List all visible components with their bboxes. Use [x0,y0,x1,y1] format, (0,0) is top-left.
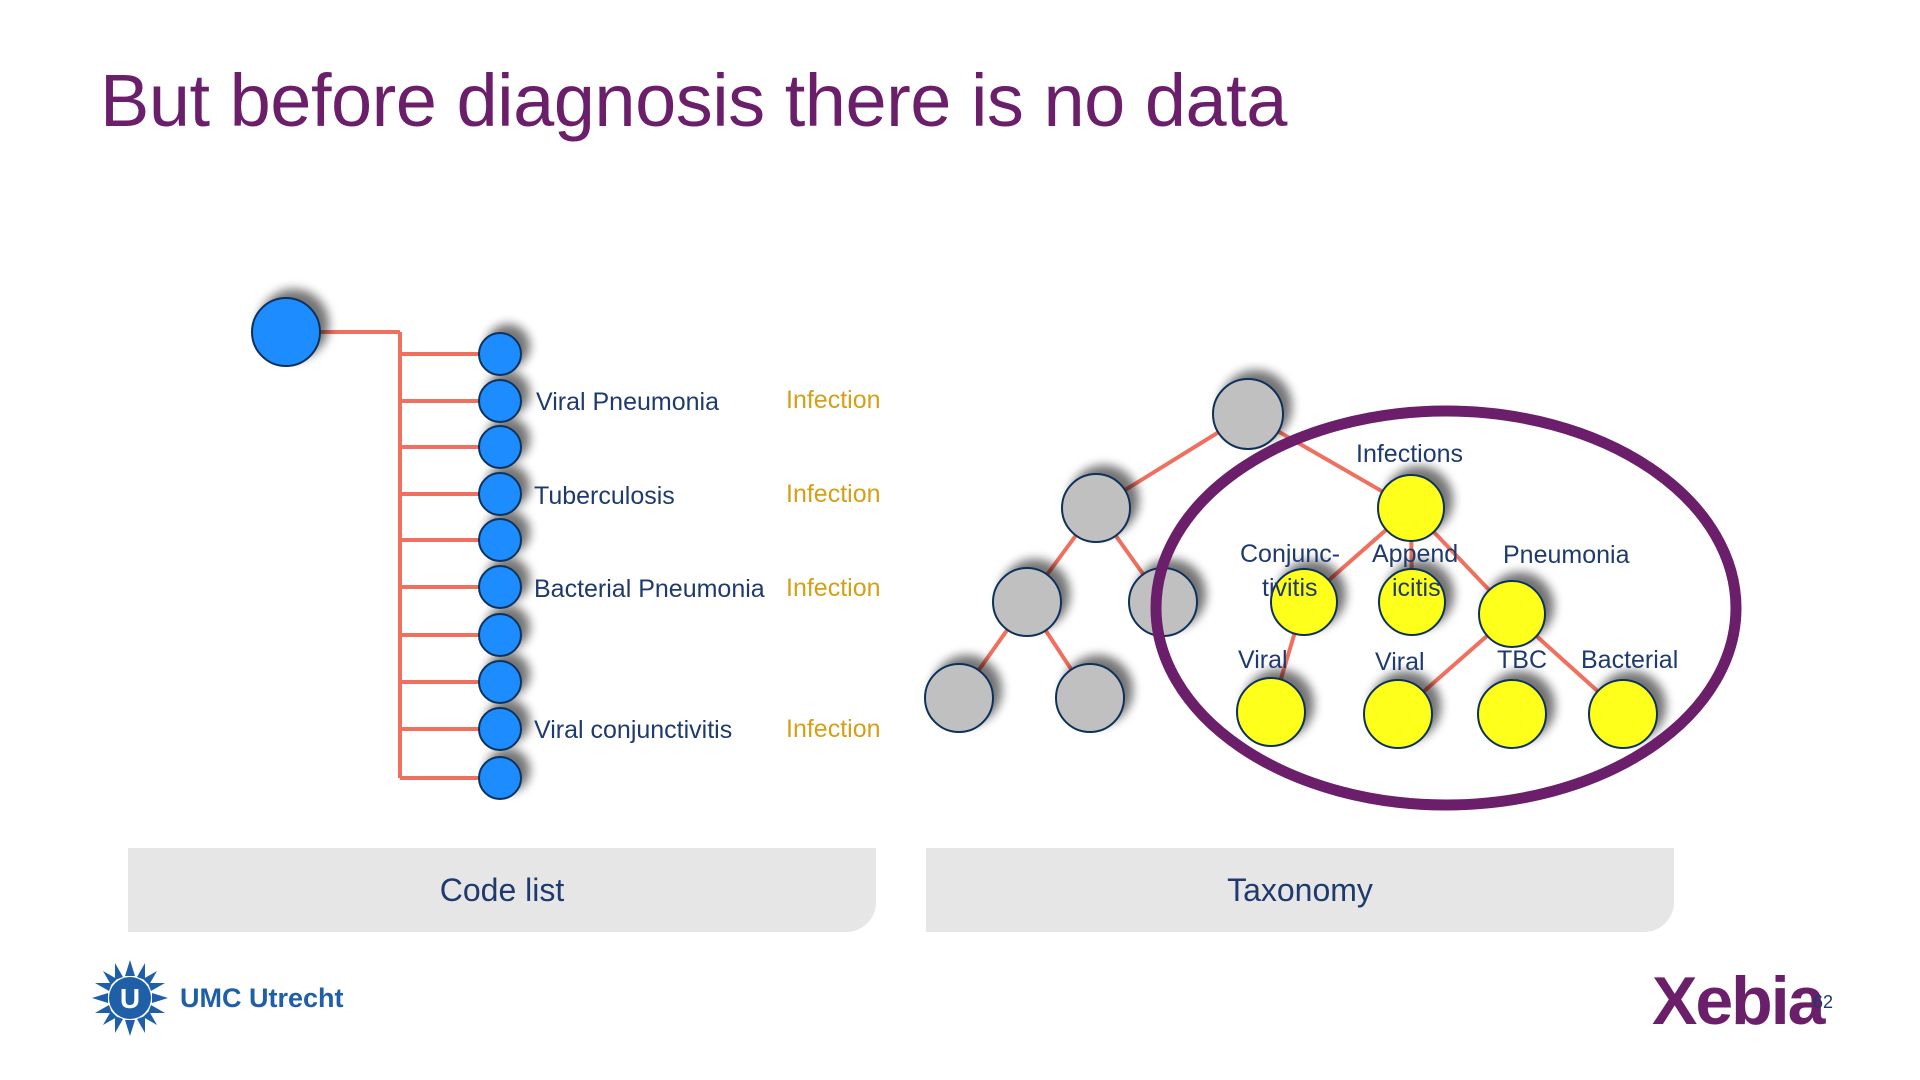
code-node [478,425,522,469]
code-node [478,613,522,657]
xebia-logo: Xebia [1652,963,1829,1039]
code-label: Bacterial Pneumonia [534,575,765,603]
viral-conjunctivitis-node [1236,677,1306,747]
umc-utrecht-name: UMC Utrecht [180,982,344,1013]
highlight-ellipse [1150,405,1742,811]
bacterial-label: Bacterial [1581,646,1678,674]
code-list-diagram: Viral Pneumonia Tuberculosis Bacterial P… [251,297,881,800]
code-node [478,707,522,751]
category-label: Infection [786,480,881,508]
taxonomy-node [992,567,1062,637]
code-node [478,379,522,423]
svg-text:Xebia: Xebia [1652,963,1827,1039]
tbc-label: TBC [1497,646,1547,674]
code-list-caption-text: Code list [439,871,565,908]
code-node [478,518,522,562]
infections-node [1377,474,1445,542]
code-node [478,660,522,704]
appendicitis-node [1378,568,1446,636]
taxonomy-node [1061,473,1131,543]
taxonomy-caption: Taxonomy [926,848,1674,932]
umc-sun-icon: U [92,960,168,1036]
page-number: 62 [1813,992,1834,1012]
category-label: Infection [786,715,881,743]
code-list-nodes [251,297,522,800]
taxonomy-caption-text: Taxonomy [1227,871,1373,908]
tbc-node [1477,679,1547,749]
taxonomy-root-node [1212,378,1284,450]
pneumonia-node [1478,580,1546,648]
taxonomy-diagram: Infections Conjunc- tivitis Append iciti… [924,378,1742,811]
conjunctivitis-label-2: tivitis [1262,574,1318,602]
code-label: Viral conjunctivitis [534,716,732,744]
pneumonia-label: Pneumonia [1503,541,1630,569]
code-list-root-node [251,297,321,367]
svg-text:U: U [120,983,140,1014]
code-node [478,472,522,516]
category-label: Infection [786,574,881,602]
category-label: Infection [786,386,881,414]
code-list-caption: Code list [128,848,876,932]
code-label: Tuberculosis [534,482,675,510]
code-list-connectors [318,330,500,780]
bacterial-pneumonia-node [1588,679,1658,749]
viral-pneumonia-node [1363,679,1433,749]
taxonomy-gray-nodes [924,378,1284,733]
code-label: Viral Pneumonia [536,388,719,416]
code-node [478,565,522,609]
code-node [478,756,522,800]
taxonomy-node [924,663,994,733]
infections-label: Infections [1356,440,1463,468]
conjunctivitis-node [1270,568,1338,636]
slide-title: But before diagnosis there is no data [100,59,1287,142]
appendicitis-label-2: icitis [1392,574,1441,602]
viral-label: Viral [1375,648,1425,676]
conjunctivitis-label: Conjunc- [1240,540,1340,568]
code-node [478,332,522,376]
viral-label: Viral [1238,646,1288,674]
taxonomy-yellow-nodes [1236,474,1658,749]
umc-utrecht-logo: U UMC Utrecht [92,960,344,1036]
taxonomy-node [1055,663,1125,733]
appendicitis-label: Append [1372,540,1458,568]
